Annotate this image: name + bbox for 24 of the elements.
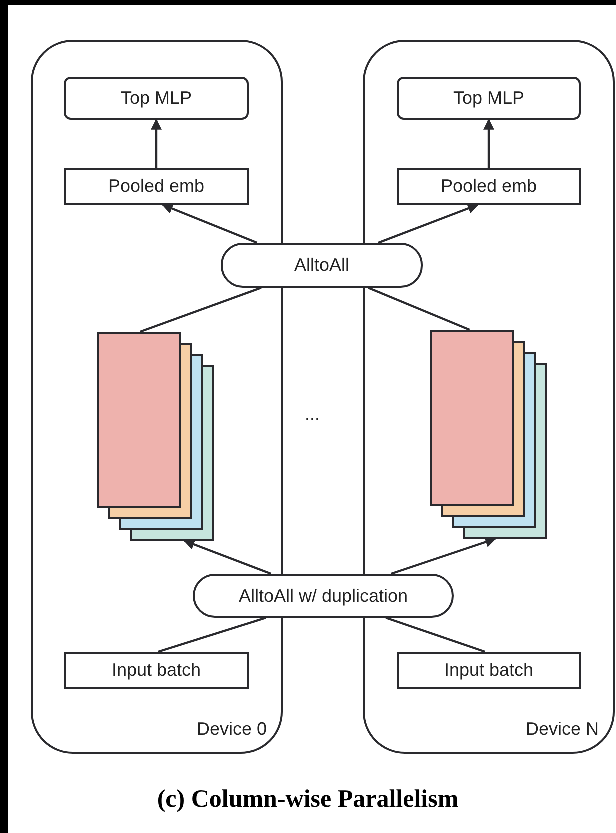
process-box: Pooled emb (397, 168, 581, 205)
ellipsis: ... (305, 404, 320, 425)
embedding-table-stack (97, 332, 214, 541)
connector-line (158, 616, 266, 654)
process-box: Top MLP (397, 77, 581, 120)
device-label: Device N (526, 719, 599, 740)
process-box: Pooled emb (64, 168, 249, 205)
arrow (162, 204, 258, 244)
communication-pill: AlltoAll (221, 243, 423, 288)
arrow (184, 539, 272, 576)
connector-line (368, 286, 470, 332)
communication-pill: AlltoAll w/ duplication (193, 574, 454, 618)
connector-line (386, 616, 486, 654)
device-label: Device 0 (196, 719, 267, 740)
process-box: Input batch (64, 652, 249, 689)
process-box: Top MLP (64, 77, 249, 120)
arrow (378, 203, 479, 244)
arrow (484, 118, 494, 168)
arrow (391, 536, 497, 576)
connector-line (140, 286, 262, 334)
process-box: Input batch (397, 652, 581, 689)
arrow (151, 118, 162, 168)
embedding-table-stack (430, 330, 547, 539)
caption: (c) Column-wise Parallelism (156, 786, 460, 814)
